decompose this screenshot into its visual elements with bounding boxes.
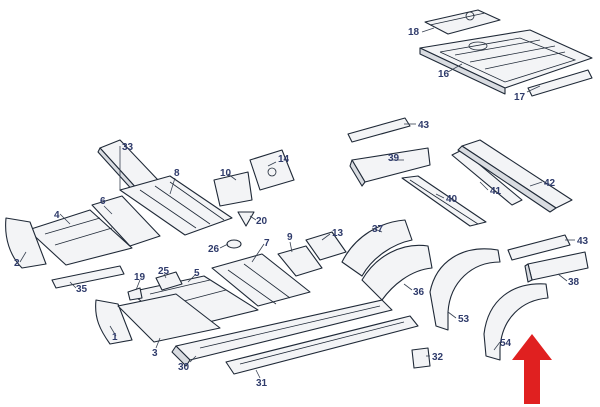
label-7: 7	[264, 238, 270, 249]
part-26-clip	[226, 239, 242, 249]
label-14: 14	[278, 154, 290, 165]
label-1: 1	[112, 332, 118, 343]
label-26: 26	[208, 244, 220, 255]
label-30: 30	[178, 362, 190, 373]
part-9-bracket	[277, 245, 323, 277]
part-40-sill-rail	[401, 175, 487, 227]
part-10-bracket	[213, 171, 253, 207]
part-7-floor-panel	[211, 253, 311, 307]
label-42: 42	[544, 178, 556, 189]
label-40: 40	[446, 194, 458, 205]
part-43-upper-trim	[347, 117, 411, 143]
part-17-rear-strip	[527, 69, 593, 97]
part-42-outer-sill	[457, 139, 573, 213]
part-16-rear-floor-panel	[419, 29, 593, 95]
part-20-grommet	[237, 211, 255, 227]
part-13-bracket	[305, 231, 347, 261]
part-32-bracket	[411, 347, 431, 369]
label-16: 16	[438, 69, 450, 80]
part-14-bracket	[249, 149, 295, 191]
part-37-front-wheelhouse	[341, 219, 413, 277]
label-13: 13	[332, 228, 344, 239]
label-5: 5	[194, 268, 200, 279]
label-4: 4	[54, 210, 60, 221]
part-54-outer-wheel-arch	[483, 283, 549, 361]
label-43-upper: 43	[418, 120, 430, 131]
label-6: 6	[100, 196, 106, 207]
label-19: 19	[134, 272, 146, 283]
label-18: 18	[408, 27, 420, 38]
label-10: 10	[220, 168, 232, 179]
label-25: 25	[158, 266, 170, 277]
label-2: 2	[14, 258, 20, 269]
part-31-outer-sill	[225, 315, 419, 375]
part-35-support-rail	[51, 265, 125, 289]
part-19-clip	[127, 287, 143, 301]
part-18-spare-wheel-pan	[424, 9, 501, 35]
part-3-floor-section	[117, 293, 221, 343]
label-53: 53	[458, 314, 470, 325]
part-1-front-panel	[95, 299, 133, 345]
part-number-labels: 18 16 17 43 39 40 41 42 43 38 37 36 53 5…	[14, 27, 589, 389]
part-38-rear-sill	[524, 251, 589, 283]
leader-lines	[19, 27, 575, 379]
label-31: 31	[256, 378, 268, 389]
part-43-lower-trim	[507, 234, 571, 261]
label-17: 17	[514, 92, 526, 103]
label-32: 32	[432, 352, 444, 363]
part-39-inner-sill	[349, 147, 431, 187]
part-6-floor-section	[91, 195, 161, 247]
highlight-arrow-icon	[512, 334, 552, 404]
label-54: 54	[500, 338, 512, 349]
label-33: 33	[122, 142, 134, 153]
part-53-inner-wheel-arch	[429, 248, 501, 331]
label-35: 35	[76, 284, 88, 295]
label-43-lower: 43	[577, 236, 589, 247]
label-8: 8	[174, 168, 180, 179]
label-9: 9	[287, 232, 293, 243]
label-37: 37	[372, 224, 384, 235]
part-4-front-floor	[27, 209, 133, 266]
label-3: 3	[152, 348, 158, 359]
part-36-wheelhouse-panel	[361, 244, 433, 301]
part-2-front-panel	[5, 217, 47, 269]
label-20: 20	[256, 216, 268, 227]
part-25-bracket	[155, 271, 183, 291]
label-38: 38	[568, 277, 580, 288]
part-41-sill-rail	[451, 149, 523, 206]
label-36: 36	[413, 287, 425, 298]
label-41: 41	[490, 186, 502, 197]
part-8-floor-panel	[119, 175, 233, 236]
label-39: 39	[388, 153, 400, 164]
part-30-main-sill	[171, 299, 393, 367]
